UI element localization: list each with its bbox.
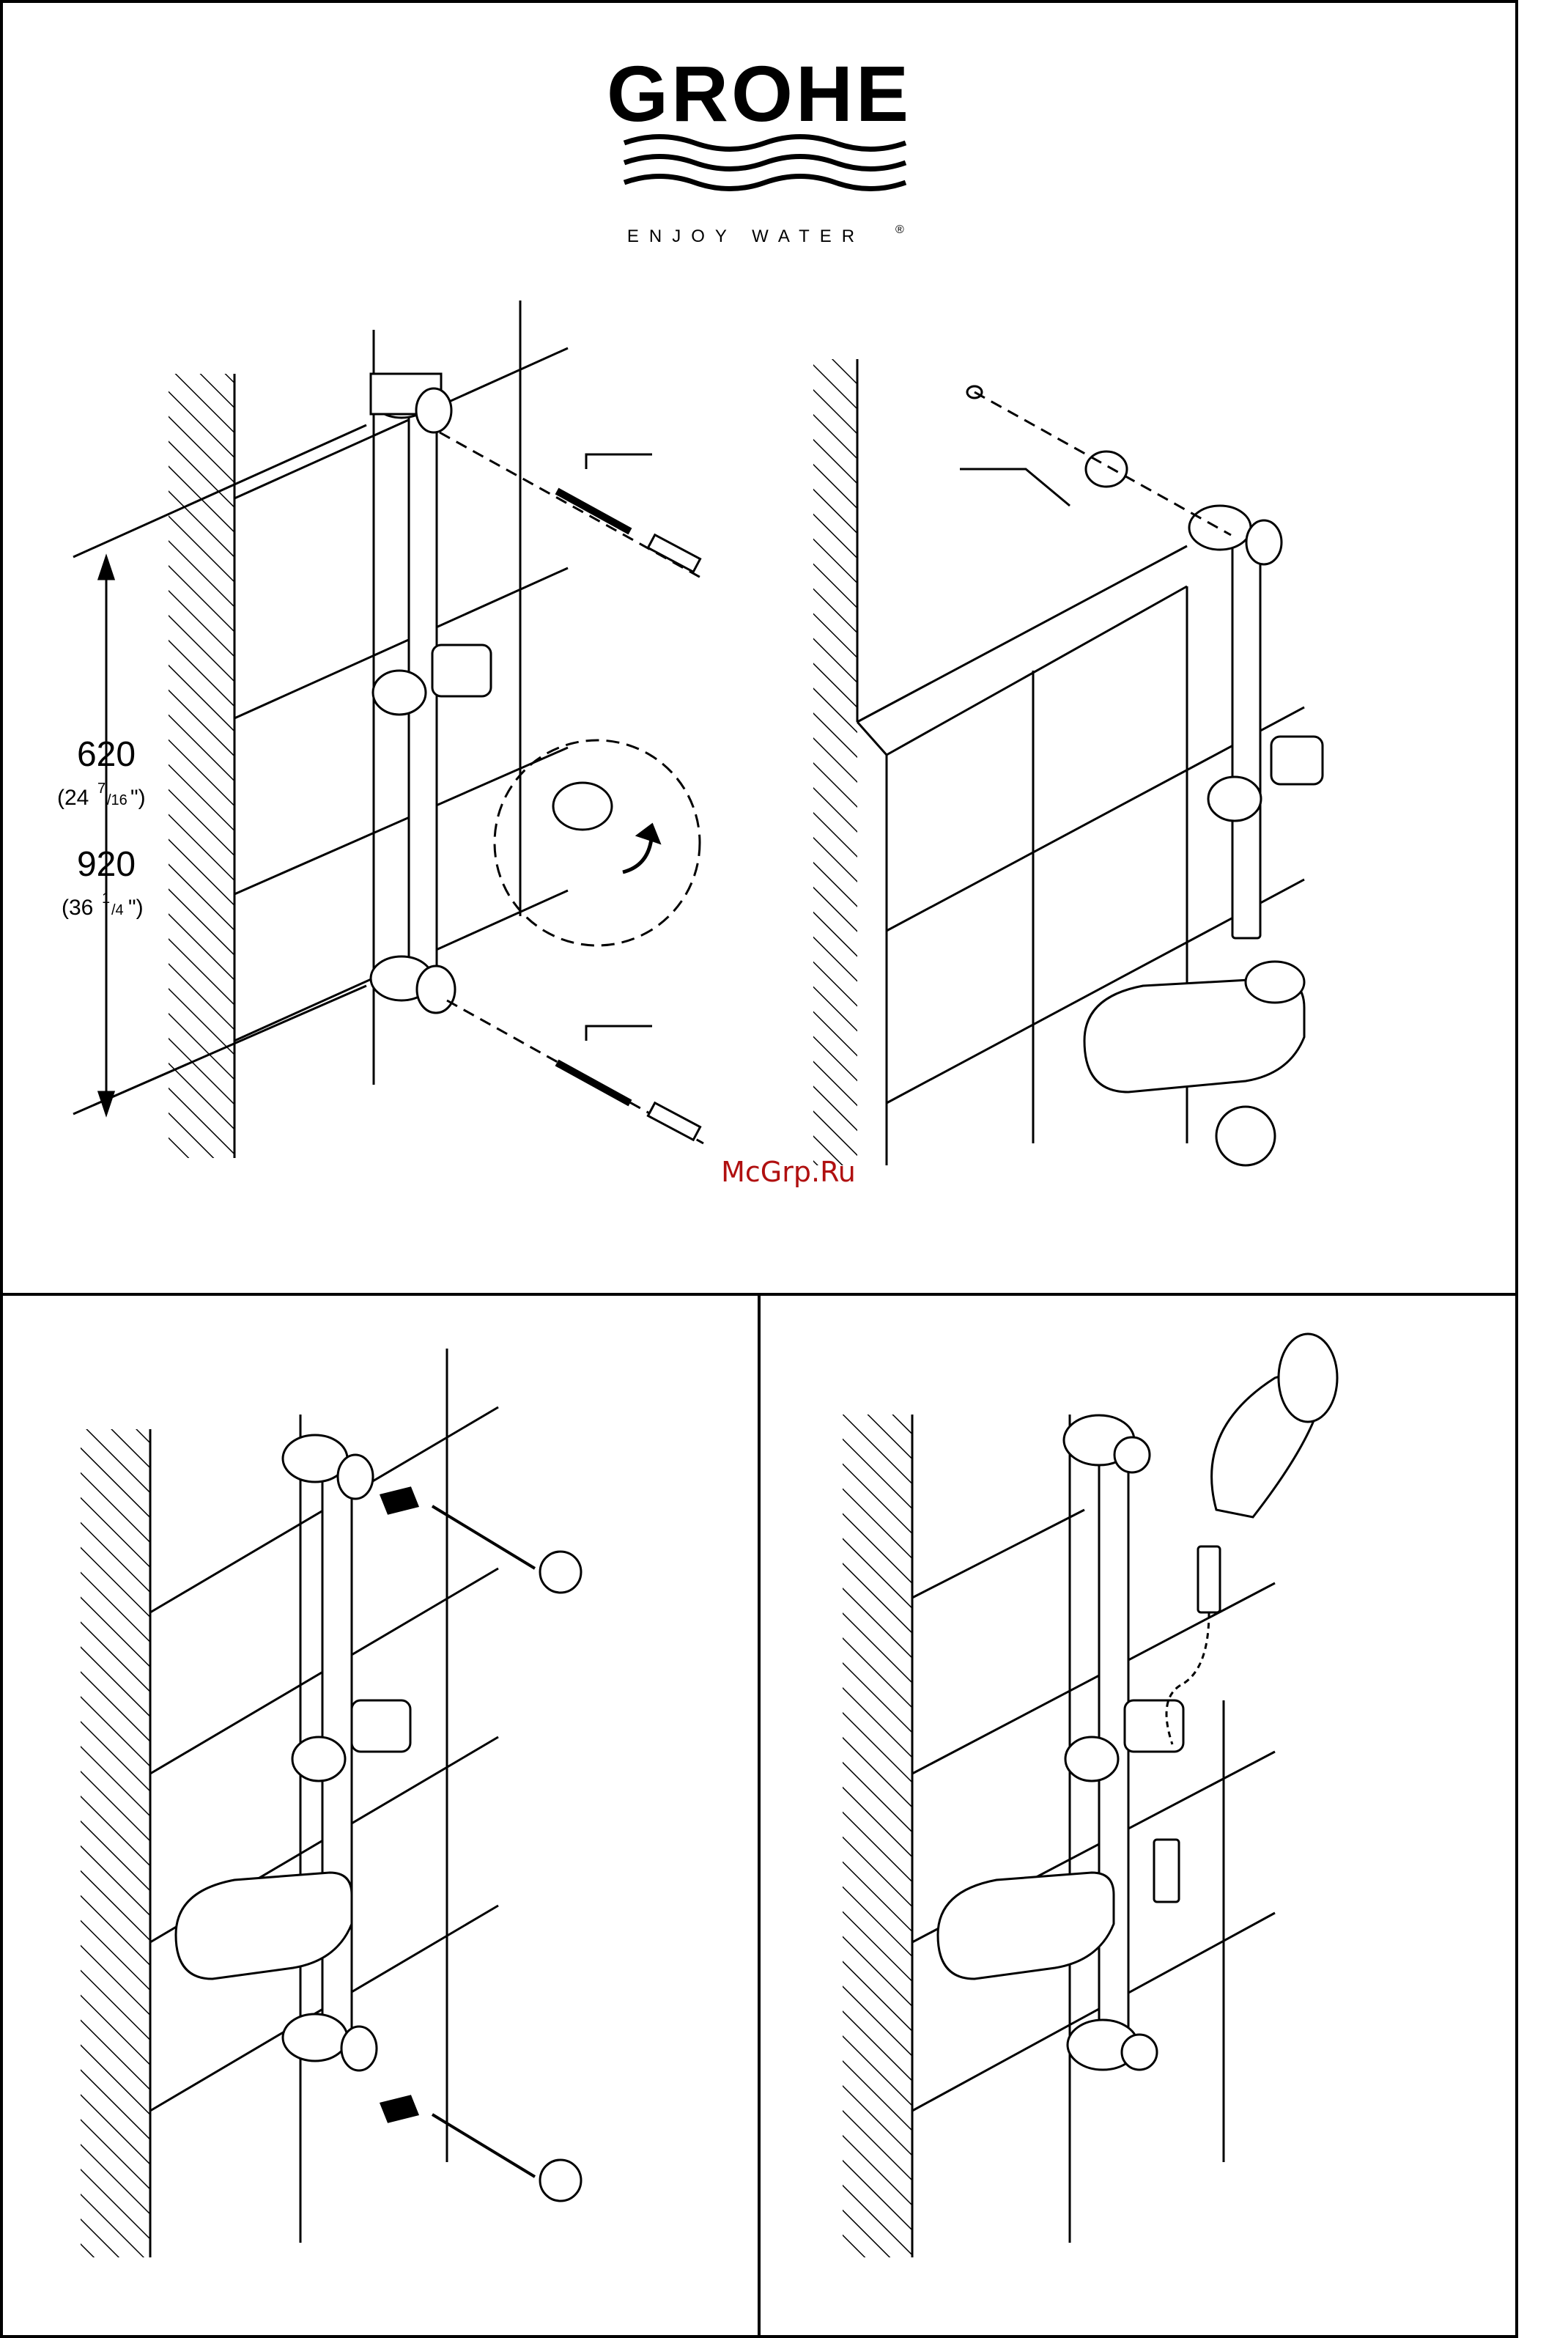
- grohe-logo: GROHE ENJOY WATER ®: [607, 49, 911, 246]
- detail-magnifier: [495, 740, 700, 945]
- dimension-metric-short: 620: [77, 735, 136, 774]
- wall-section-1: [169, 374, 234, 1158]
- panel-step-4: [843, 1334, 1337, 2257]
- watermark: McGrp.Ru: [721, 1156, 856, 1188]
- panel-step-3: [81, 1349, 581, 2257]
- end-cap-top: [540, 1552, 581, 1593]
- brand-name: GROHE: [607, 49, 911, 138]
- wall-section-3: [81, 1429, 150, 2257]
- svg-text:1: 1: [102, 890, 110, 907]
- panel-step-1: [73, 300, 703, 1158]
- end-cap-bottom: [540, 2160, 581, 2201]
- svg-text:/4: /4: [111, 902, 124, 918]
- dimension-imperial-long: (36 1 /4 "): [62, 890, 144, 920]
- svg-text:(36: (36: [62, 896, 93, 920]
- wall-section-4: [843, 1415, 912, 2257]
- brand-tagline: ENJOY WATER: [627, 226, 865, 246]
- hose-nut-bottom: [1154, 1840, 1179, 1902]
- registered-mark: ®: [895, 224, 904, 236]
- svg-text:7: 7: [97, 781, 106, 797]
- dimension-imperial-short: (24 7 /16 "): [57, 781, 146, 810]
- svg-text:"): "): [130, 786, 146, 810]
- panel-step-2: [813, 359, 1323, 1165]
- svg-text:"): "): [128, 896, 144, 920]
- wall-section-2: [813, 359, 857, 1165]
- dimension-metric-long: 920: [77, 845, 136, 884]
- hose-nut-top: [1198, 1546, 1220, 1612]
- svg-text:/16: /16: [107, 792, 127, 808]
- svg-text:(24: (24: [57, 786, 89, 810]
- hand-shower: [1212, 1334, 1337, 1517]
